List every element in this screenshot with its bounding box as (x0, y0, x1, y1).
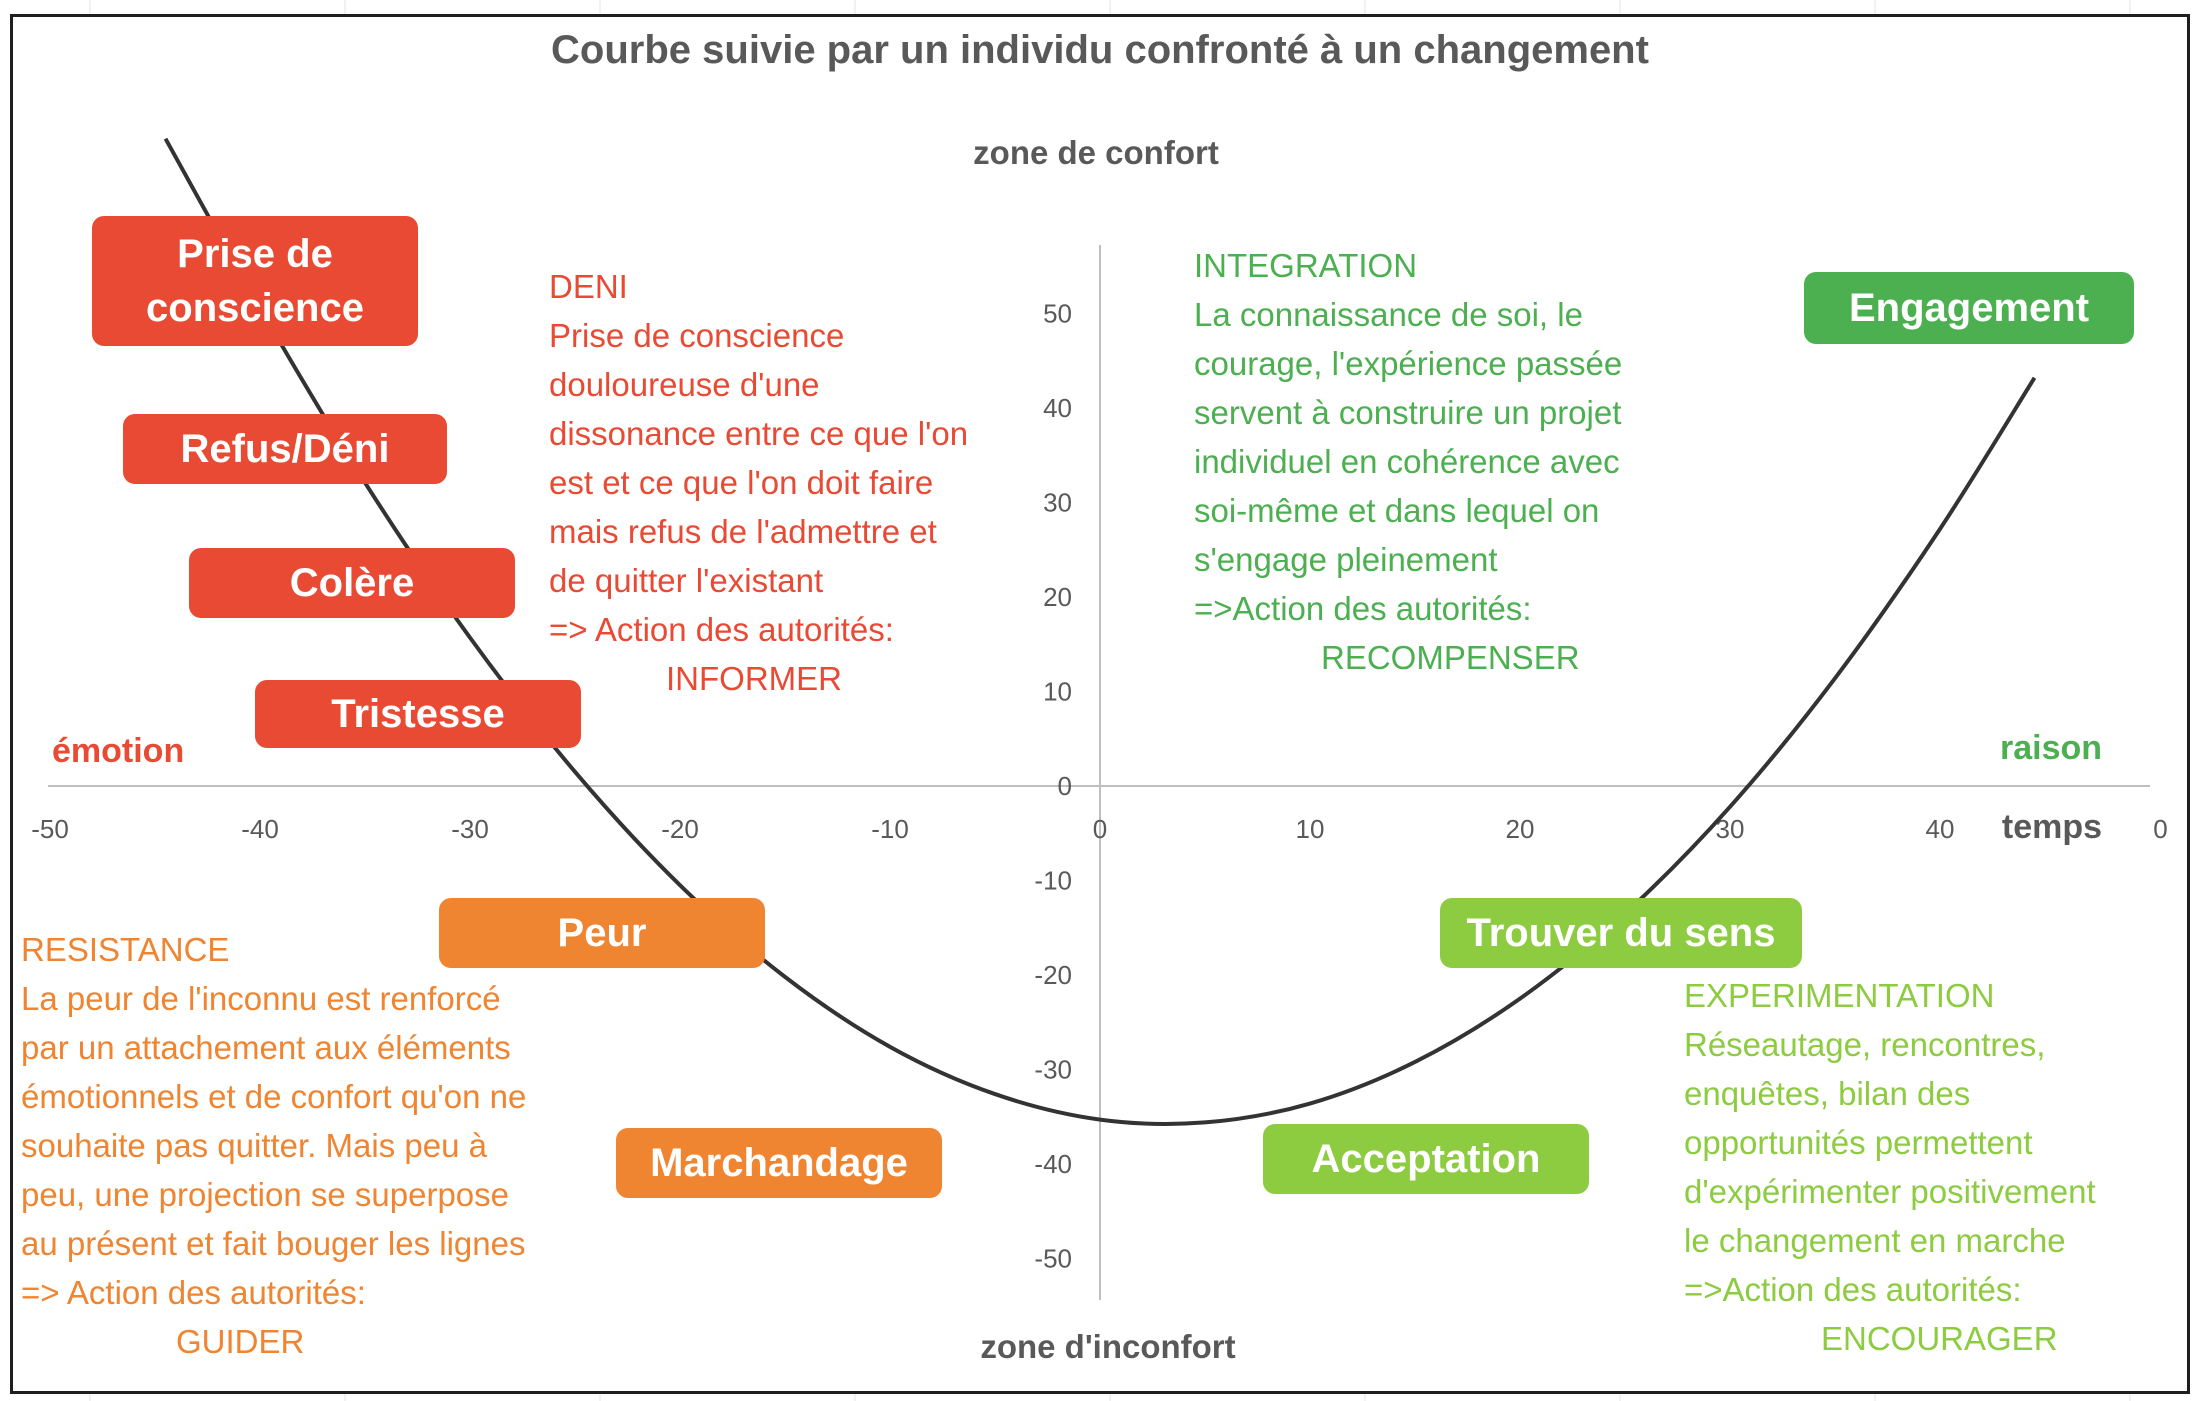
chart-title: Courbe suivie par un individu confronté … (551, 28, 1649, 72)
emotion-label: émotion (52, 732, 185, 770)
note-resistance-line: au présent et fait bouger les lignes (21, 1225, 526, 1262)
note-deni-line: INFORMER (666, 660, 842, 697)
stage-acceptation: Acceptation (1263, 1124, 1589, 1194)
note-resistance-line: => Action des autorités: (21, 1274, 366, 1311)
stage-engagement: Engagement (1804, 272, 2134, 344)
note-integration-line: courage, l'expérience passée (1194, 345, 1623, 382)
note-deni: DENI Prise de conscience douloureuse d'u… (549, 262, 968, 703)
y-tick-label: -40 (1034, 1149, 1072, 1179)
x-tick-label: -20 (661, 814, 699, 844)
note-resistance-line: souhaite pas quitter. Mais peu à (21, 1127, 487, 1164)
note-deni-line: dissonance entre ce que l'on (549, 415, 969, 452)
x-tick-label: 0 (1093, 814, 1107, 844)
note-deni-line: de quitter l'existant (549, 562, 824, 599)
y-tick-label: -20 (1034, 960, 1072, 990)
note-experimentation: EXPERIMENTATION Réseautage, rencontres, … (1684, 971, 2096, 1363)
note-experimentation-line: =>Action des autorités: (1684, 1271, 2022, 1308)
note-resistance-line: RESISTANCE (21, 931, 230, 968)
note-resistance-line: par un attachement aux éléments (21, 1029, 511, 1066)
y-tick-label: 10 (1043, 677, 1072, 707)
y-tick-label: 20 (1043, 582, 1072, 612)
note-integration-line: INTEGRATION (1194, 247, 1418, 284)
x-axis-title: temps (2002, 808, 2102, 846)
y-tick-label: -10 (1034, 866, 1072, 896)
stage-tristesse: Tristesse (255, 680, 581, 748)
stage-trouver-du-sens: Trouver du sens (1440, 898, 1802, 968)
note-deni-line: => Action des autorités: (549, 611, 894, 648)
note-integration-line: RECOMPENSER (1321, 639, 1580, 676)
x-tick-label: 10 (1296, 814, 1325, 844)
note-experimentation-line: Réseautage, rencontres, (1684, 1026, 2046, 1063)
stage-peur: Peur (439, 898, 765, 968)
note-resistance-line: émotionnels et de confort qu'on ne (21, 1078, 527, 1115)
stage-refus-deni: Refus/Déni (123, 414, 447, 484)
note-integration-line: La connaissance de soi, le (1194, 296, 1583, 333)
note-resistance: RESISTANCE La peur de l'inconnu est renf… (21, 925, 526, 1366)
note-resistance-line: La peur de l'inconnu est renforcé (21, 980, 501, 1017)
x-tick-label: -10 (871, 814, 909, 844)
note-resistance-line: peu, une projection se superpose (21, 1176, 510, 1213)
note-integration-line: soi-même et dans lequel on (1194, 492, 1600, 529)
note-integration-line: servent à construire un projet (1194, 394, 1622, 431)
y-tick-labels: 50 40 30 20 10 0 -10 -20 -30 -40 -50 (1034, 299, 1072, 1274)
note-integration: INTEGRATION La connaissance de soi, le c… (1194, 241, 1622, 682)
y-tick-label: 50 (1043, 299, 1072, 329)
note-deni-line: douloureuse d'une (549, 366, 820, 403)
x-tick-label: -30 (451, 814, 489, 844)
note-integration-line: individuel en cohérence avec (1194, 443, 1620, 480)
y-tick-label: 30 (1043, 488, 1072, 518)
zone-bottom-label: zone d'inconfort (980, 1328, 1236, 1365)
note-experimentation-line: EXPERIMENTATION (1684, 977, 1995, 1014)
stage-prise-de-conscience: Prise de conscience (92, 216, 418, 346)
x-tick-label: -40 (241, 814, 279, 844)
note-experimentation-line: d'expérimenter positivement (1684, 1173, 2096, 1210)
note-experimentation-line: le changement en marche (1684, 1222, 2066, 1259)
x-tick-label: 40 (1926, 814, 1955, 844)
note-deni-line: Prise de conscience (549, 317, 845, 354)
y-tick-label: 40 (1043, 393, 1072, 423)
y-tick-label: -50 (1034, 1244, 1072, 1274)
note-experimentation-line: enquêtes, bilan des (1684, 1075, 1971, 1112)
note-deni-line: est et ce que l'on doit faire (549, 464, 934, 501)
note-deni-line: DENI (549, 268, 628, 305)
note-experimentation-line: ENCOURAGER (1821, 1320, 2058, 1357)
stage-marchandage: Marchandage (616, 1128, 942, 1198)
note-integration-line: =>Action des autorités: (1194, 590, 1532, 627)
x-tick-label: 0 (2153, 814, 2167, 844)
stage-colere: Colère (189, 548, 515, 618)
note-resistance-line: GUIDER (176, 1323, 305, 1360)
y-tick-label: 0 (1058, 771, 1072, 801)
note-deni-line: mais refus de l'admettre et (549, 513, 937, 550)
y-tick-label: -30 (1034, 1055, 1072, 1085)
note-integration-line: s'engage pleinement (1194, 541, 1498, 578)
zone-top-label: zone de confort (973, 134, 1219, 171)
note-experimentation-line: opportunités permettent (1684, 1124, 2033, 1161)
x-tick-label: 20 (1506, 814, 1535, 844)
raison-label: raison (2000, 729, 2103, 767)
x-tick-label: -50 (31, 814, 69, 844)
